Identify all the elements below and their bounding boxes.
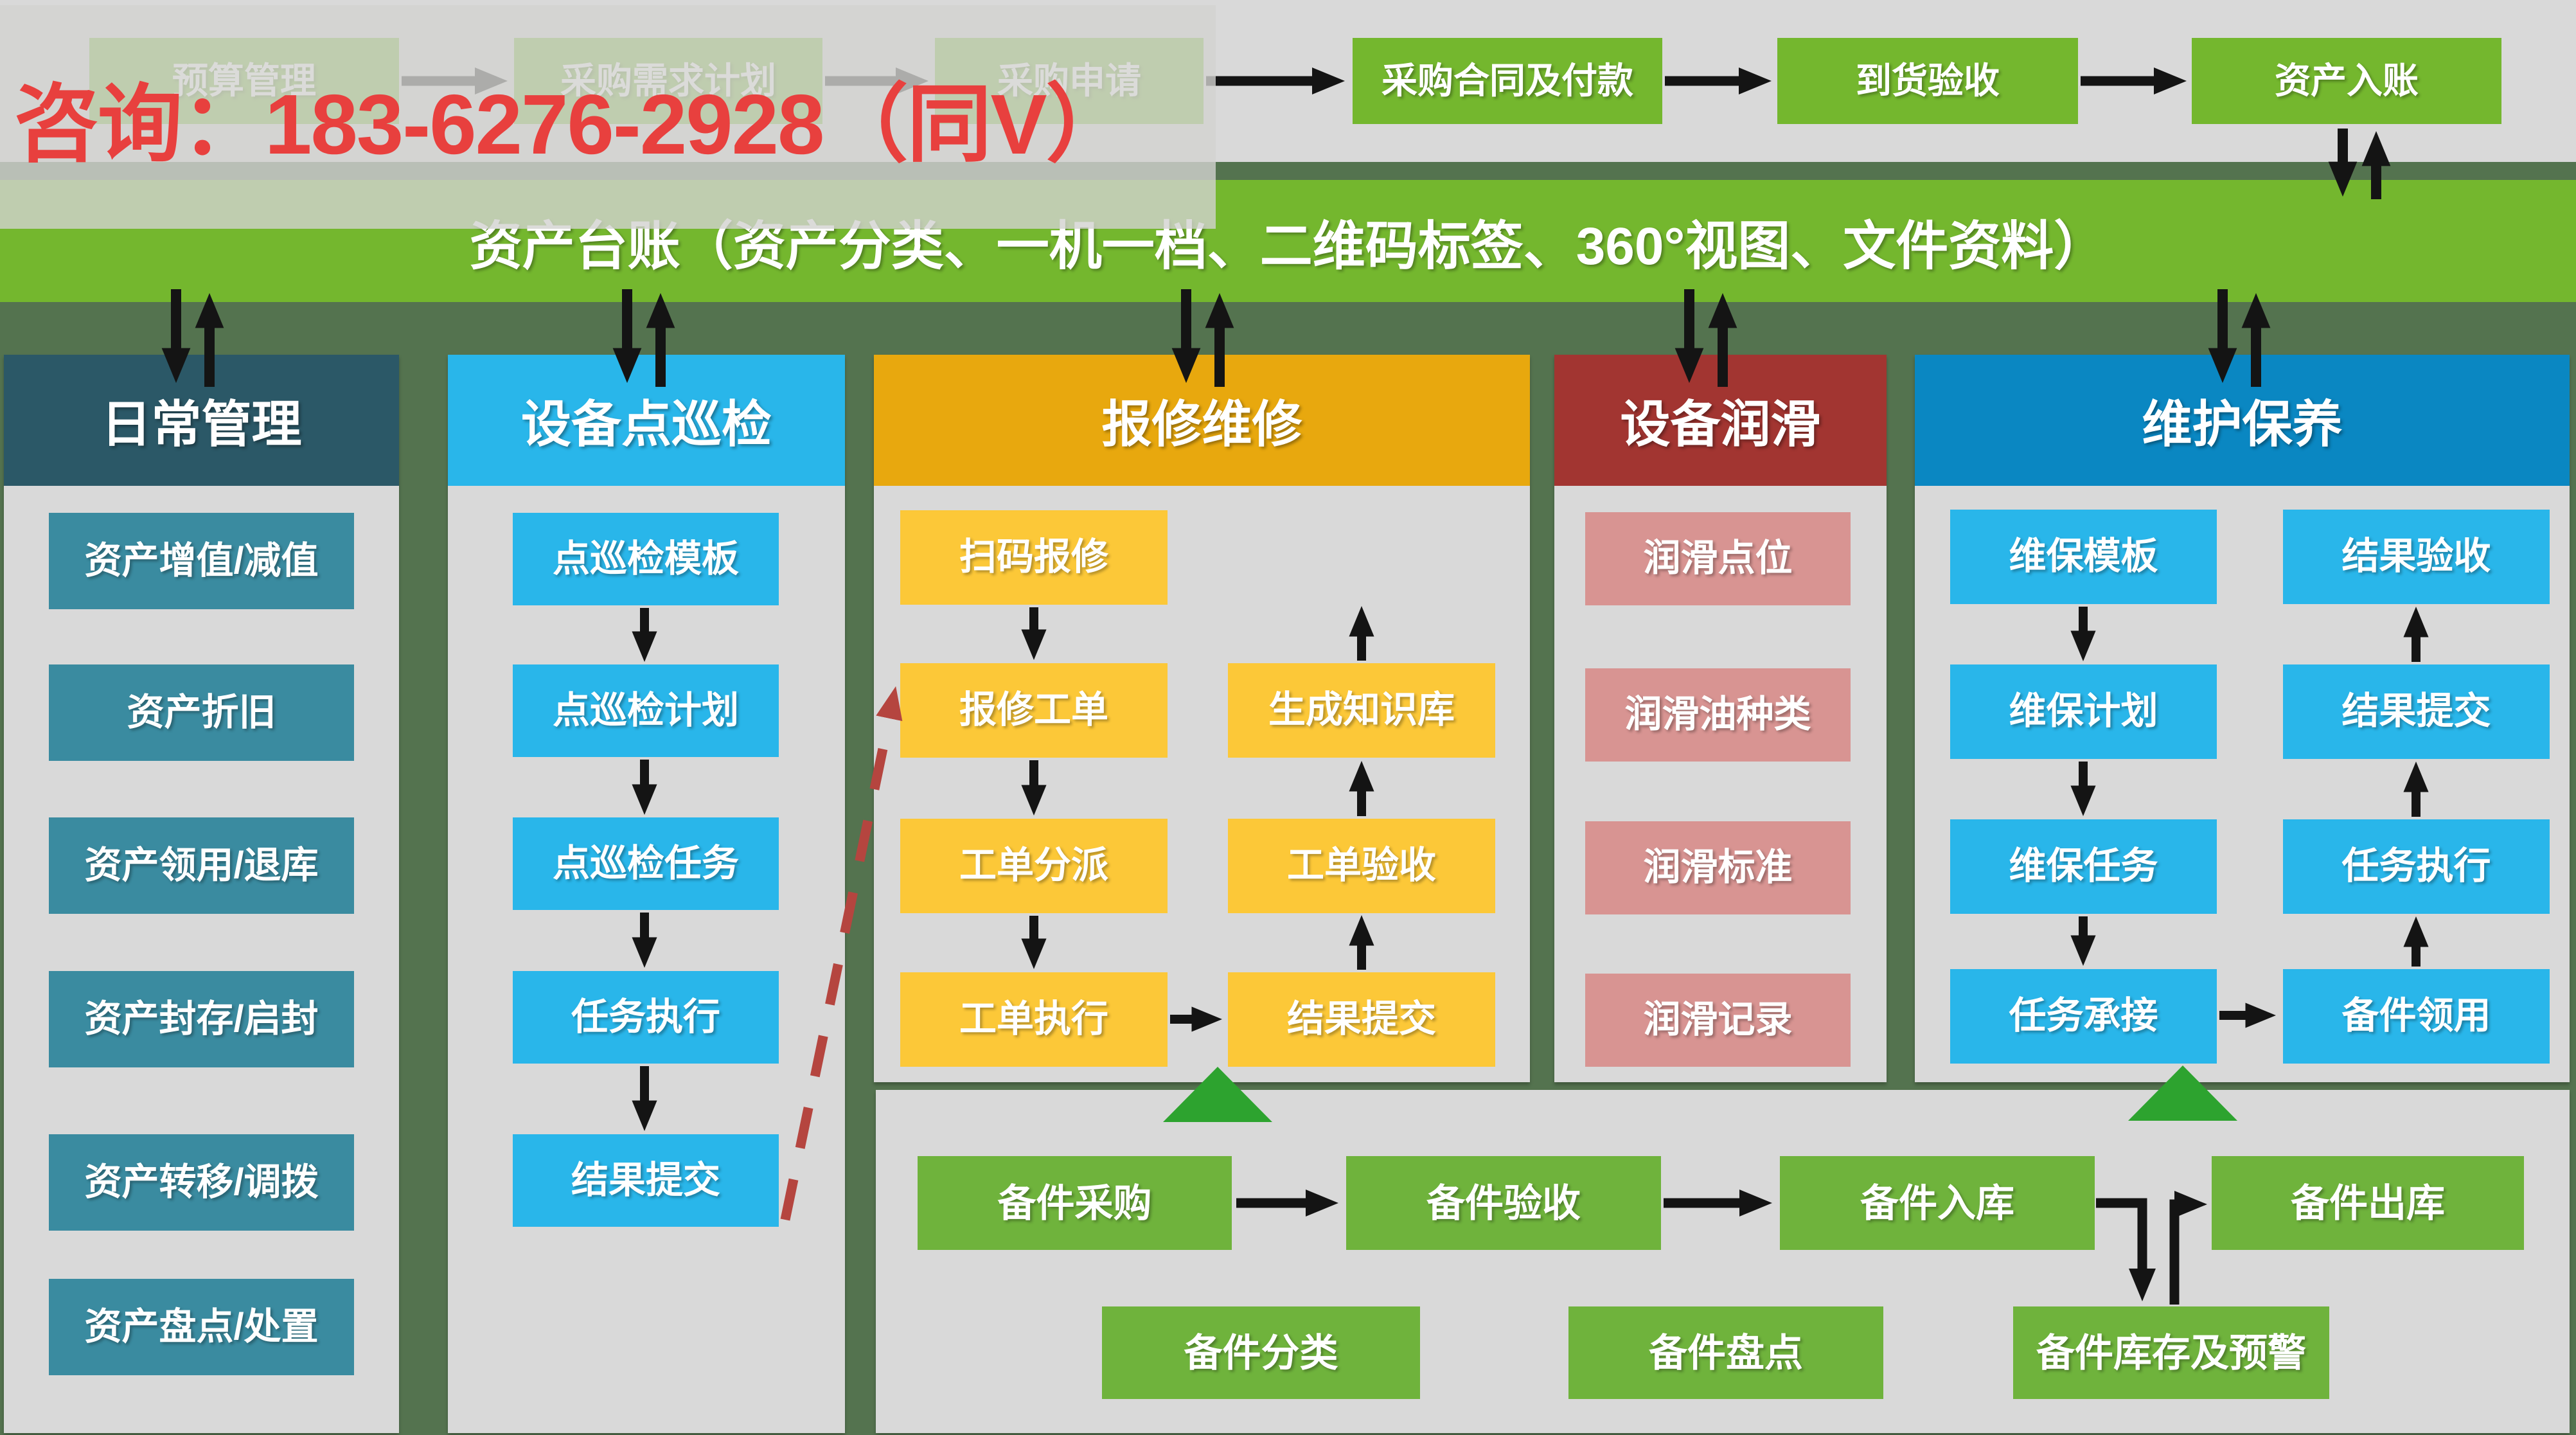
repair-result-submit: 结果提交 [1228,972,1495,1067]
lube-points: 润滑点位 [1585,512,1851,605]
daily-item-depreciation: 资产折旧 [49,664,354,761]
spare-purchase: 备件采购 [918,1156,1232,1250]
inspection-plan: 点巡检计划 [513,664,779,757]
repair-order-dispatch: 工单分派 [900,819,1168,913]
maintenance-header: 维护保养 [1915,355,2570,486]
lube-record: 润滑记录 [1585,974,1851,1067]
daily-mgmt-header: 日常管理 [4,355,399,486]
repair-header: 报修维修 [874,355,1530,486]
spare-inventory-count: 备件盘点 [1568,1306,1883,1399]
repair-order-acceptance: 工单验收 [1228,819,1495,913]
repair-knowledge-base: 生成知识库 [1228,663,1495,758]
lube-oil-types: 润滑油种类 [1585,668,1851,762]
maintain-result-submit: 结果提交 [2283,664,2550,759]
inspection-task: 点巡检任务 [513,817,779,910]
maintain-template: 维保模板 [1950,510,2217,604]
daily-item-seal-unseal: 资产封存/启封 [49,971,354,1067]
node-asset-booking: 资产入账 [2192,38,2501,124]
lubrication-header: 设备润滑 [1554,355,1887,486]
maintain-task-execute: 任务执行 [2283,819,2550,914]
node-goods-acceptance: 到货验收 [1777,38,2078,124]
repair-work-order: 报修工单 [900,663,1168,758]
maintain-plan: 维保计划 [1950,664,2217,759]
repair-scan-report: 扫码报修 [900,510,1168,605]
watermark-text: 咨询：183-6276-2928（同V） [14,76,1130,172]
spare-acceptance: 备件验收 [1346,1156,1661,1250]
inspection-task-execute: 任务执行 [513,971,779,1064]
spare-stock-alert: 备件库存及预警 [2013,1306,2329,1399]
spare-outbound: 备件出库 [2212,1156,2524,1250]
daily-item-transfer: 资产转移/调拨 [49,1134,354,1231]
lube-standard: 润滑标准 [1585,821,1851,914]
maintain-task: 维保任务 [1950,819,2217,914]
spare-classification: 备件分类 [1102,1306,1420,1399]
daily-item-inventory-disposal: 资产盘点/处置 [49,1279,354,1375]
maintain-spare-issue: 备件领用 [2283,969,2550,1064]
inspection-template: 点巡检模板 [513,513,779,605]
spare-inbound: 备件入库 [1780,1156,2095,1250]
maintain-task-accept: 任务承接 [1950,969,2217,1064]
node-purchase-contract-payment: 采购合同及付款 [1353,38,1662,124]
daily-item-increase-decrease: 资产增值/减值 [49,513,354,609]
inspection-header: 设备点巡检 [448,355,845,486]
watermark-overlay: 咨询：183-6276-2928（同V） [0,5,1216,229]
repair-order-execute: 工单执行 [900,972,1168,1067]
daily-item-issue-return: 资产领用/退库 [49,817,354,914]
inspection-result-submit: 结果提交 [513,1134,779,1227]
maintain-result-acceptance: 结果验收 [2283,510,2550,604]
